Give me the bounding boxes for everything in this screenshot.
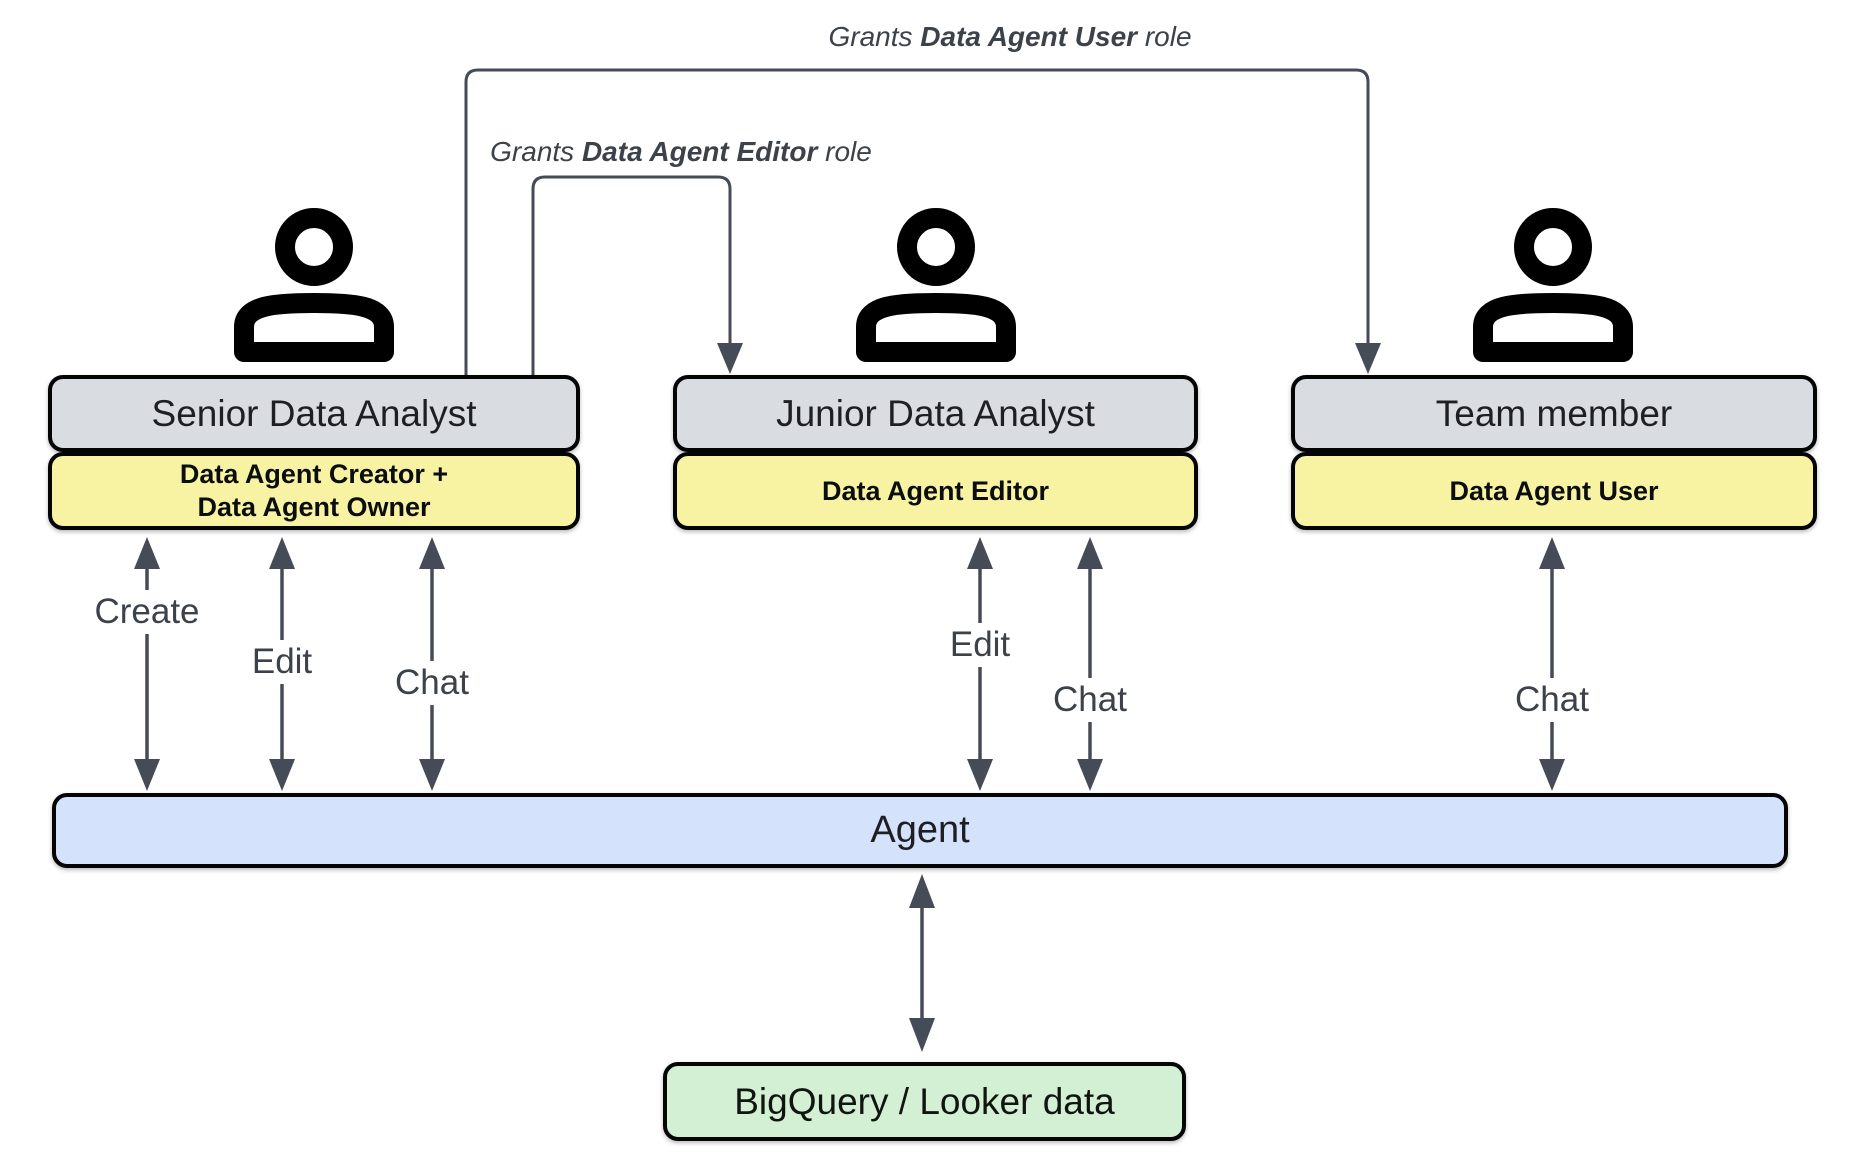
senior-analyst-role-box: Data Agent Creator + Data Agent Owner: [48, 452, 580, 530]
datastore-label: BigQuery / Looker data: [734, 1080, 1115, 1122]
person-icon: [866, 218, 1006, 352]
datastore-box: BigQuery / Looker data: [663, 1062, 1186, 1141]
grant-user-suffix: role: [1137, 21, 1192, 52]
junior-chat-arrow: [1077, 537, 1103, 791]
team-role-line1: Data Agent User: [1449, 475, 1659, 506]
team-chat-label: Chat: [1506, 678, 1598, 722]
senior-analyst-title-box: Senior Data Analyst: [48, 375, 580, 452]
junior-analyst-title-box: Junior Data Analyst: [673, 375, 1198, 452]
grant-editor-label: Grants Data Agent Editor role: [484, 136, 878, 168]
team-member-role-box: Data Agent User: [1291, 452, 1817, 530]
create-label: Create: [85, 590, 209, 634]
grant-editor-arrowhead: [717, 343, 743, 374]
grant-editor-connector: [531, 175, 732, 375]
grant-user-role: Data Agent User: [920, 21, 1138, 52]
junior-chat-label: Chat: [1044, 678, 1136, 722]
agent-datastore-arrow: [909, 874, 935, 1052]
junior-analyst-role-box: Data Agent Editor: [673, 452, 1198, 530]
senior-chat-label: Chat: [386, 661, 478, 705]
person-icon: [1483, 218, 1623, 352]
senior-role-line2: Data Agent Owner: [197, 492, 431, 522]
grant-user-prefix: Grants: [828, 21, 921, 52]
senior-role-line1: Data Agent Creator +: [179, 459, 449, 490]
junior-edit-label: Edit: [940, 623, 1020, 667]
junior-role-line1: Data Agent Editor: [821, 475, 1049, 506]
team-member-title-box: Team member: [1291, 375, 1817, 452]
create-arrow: [134, 537, 160, 791]
team-chat-arrow: [1539, 537, 1565, 791]
person-icon: [244, 218, 384, 352]
grant-editor-role: Data Agent Editor: [581, 136, 818, 167]
agent-bar: Agent: [52, 793, 1788, 868]
grant-user-label: Grants Data Agent User role: [822, 21, 1198, 53]
grant-editor-prefix: Grants: [490, 136, 582, 167]
senior-edit-label: Edit: [242, 640, 322, 684]
grant-editor-suffix: role: [817, 136, 872, 167]
agent-label: Agent: [870, 809, 970, 851]
junior-analyst-title: Junior Data Analyst: [776, 392, 1095, 434]
grant-user-connector: [464, 68, 1370, 375]
grant-user-arrowhead: [1355, 343, 1381, 374]
senior-analyst-title: Senior Data Analyst: [151, 392, 477, 434]
team-member-title: Team member: [1435, 392, 1673, 434]
